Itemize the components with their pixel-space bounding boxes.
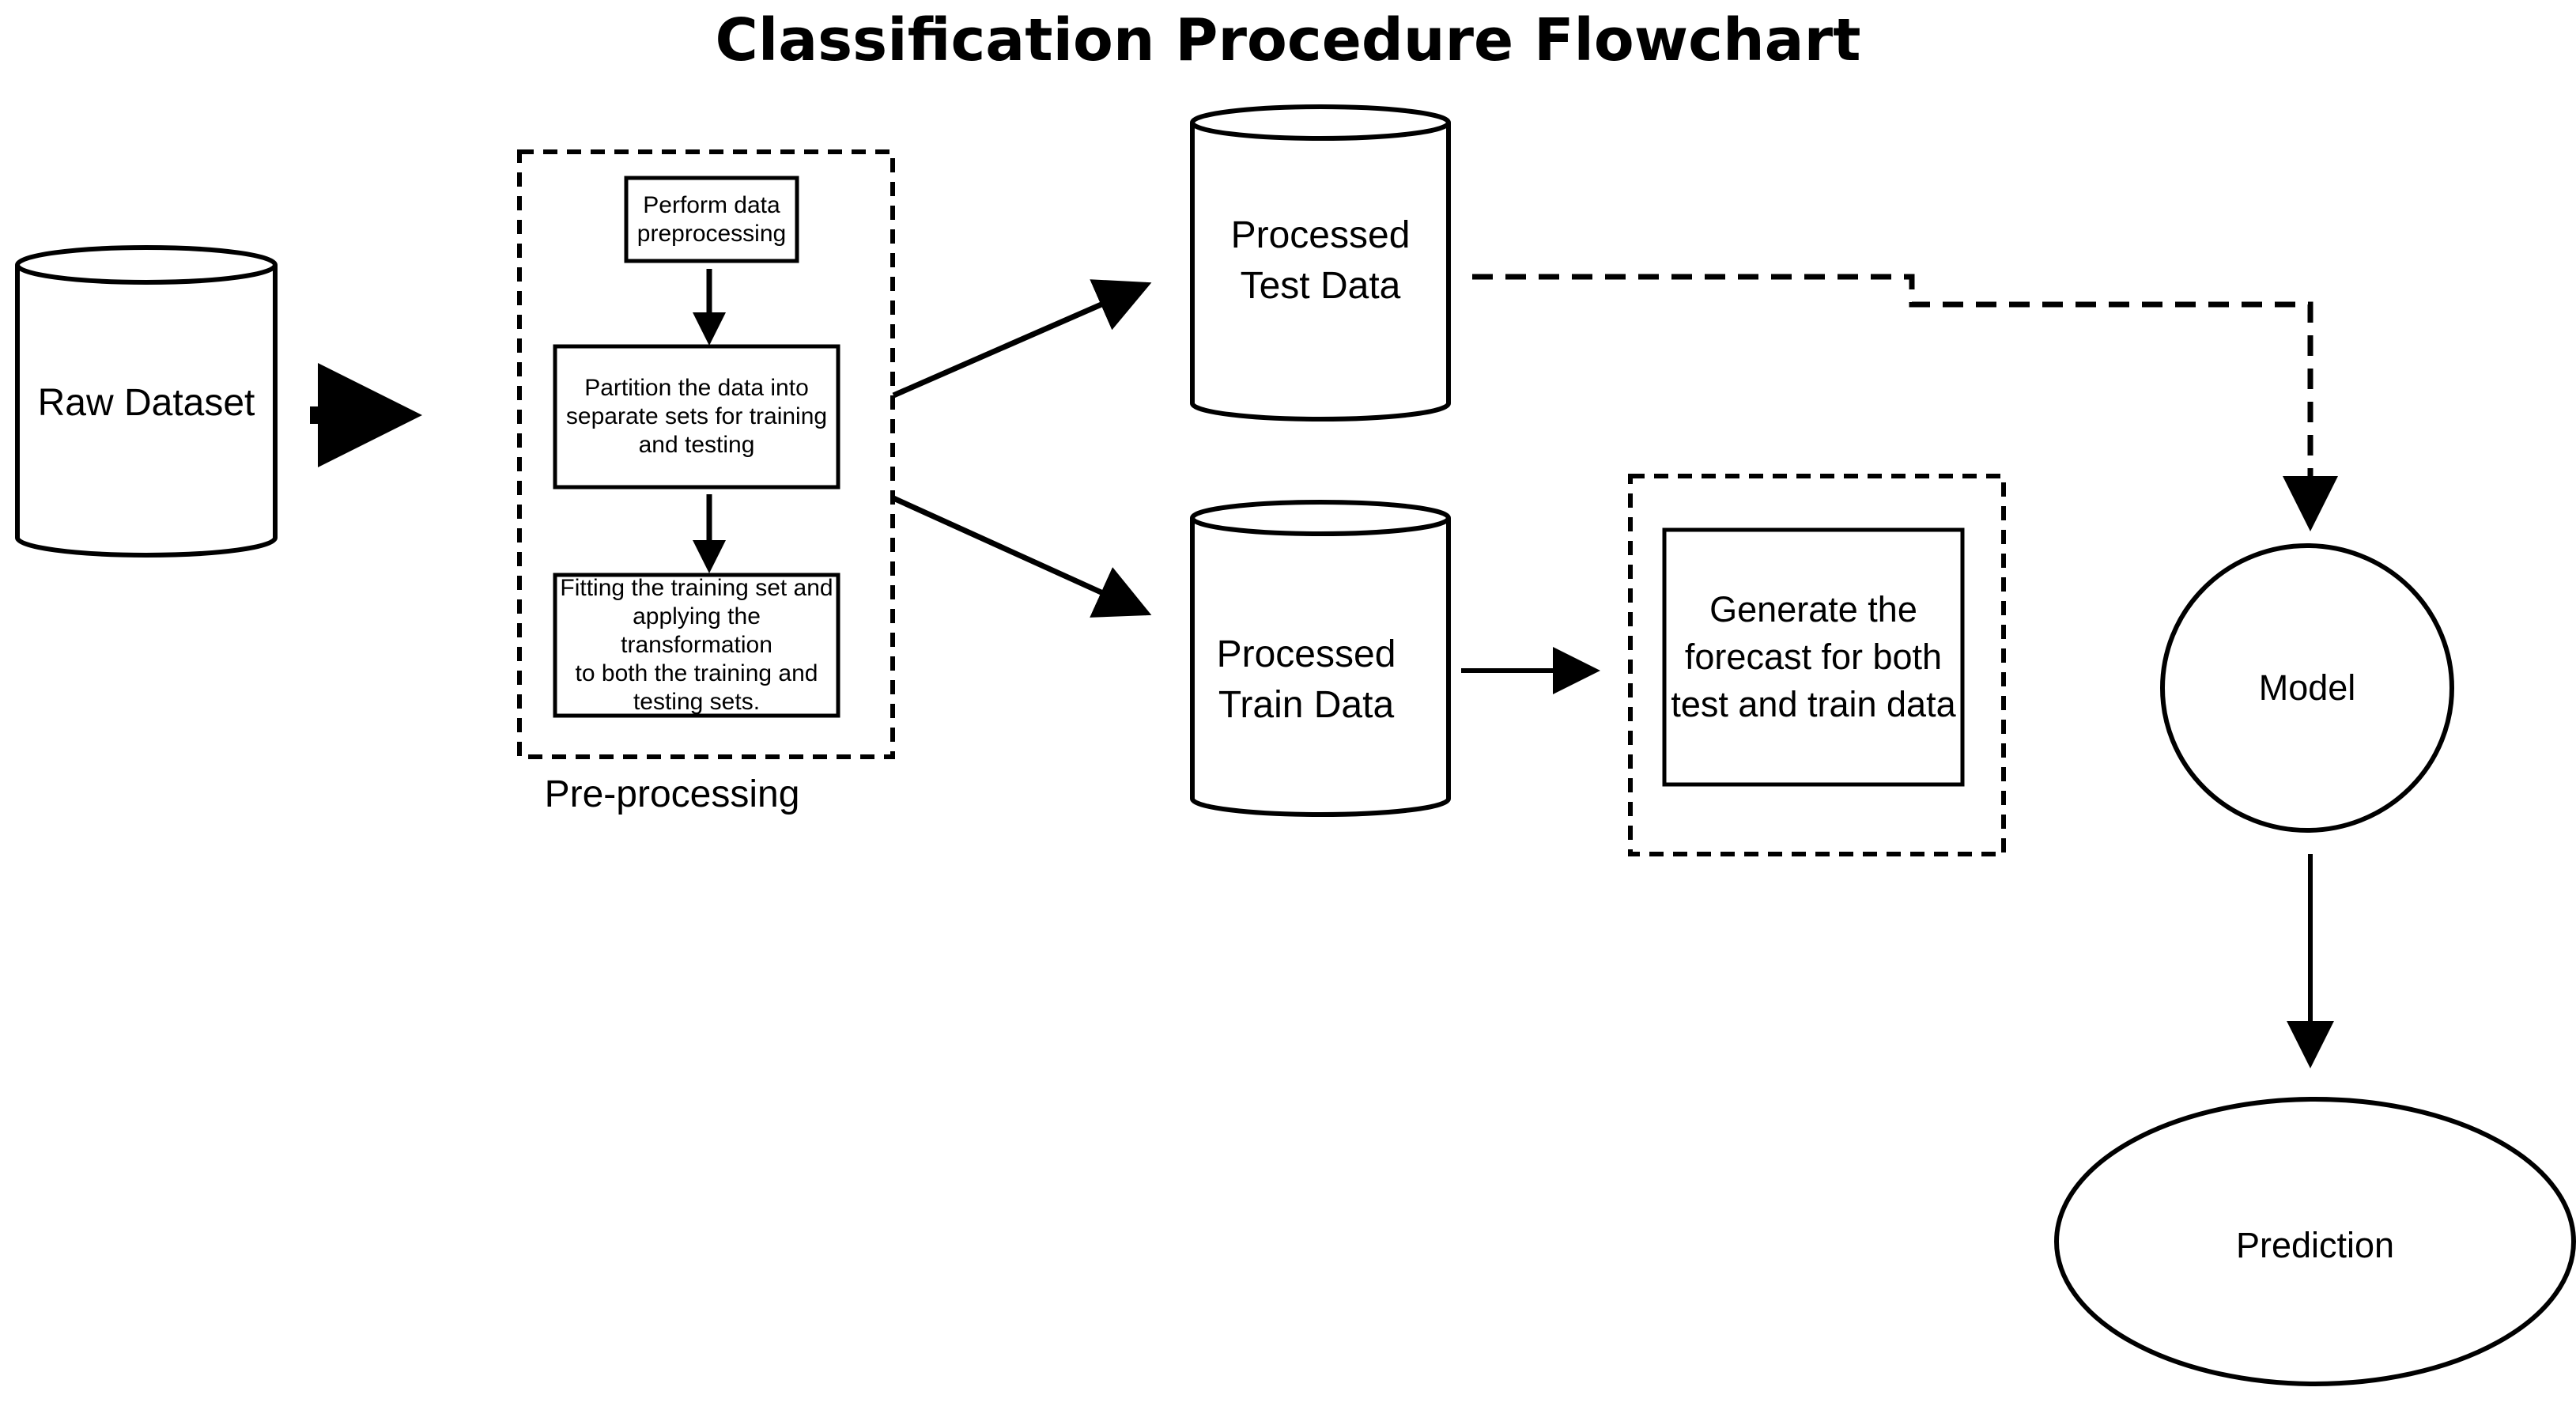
model-circle xyxy=(2160,543,2454,833)
processed-test-data-cylinder xyxy=(1190,104,1451,421)
raw-dataset-cylinder xyxy=(15,245,278,558)
step-partition-label: Partition the data into separate sets fo… xyxy=(565,375,828,458)
step-fit-label: Fitting the training set and applying th… xyxy=(560,575,833,715)
model-label: Model xyxy=(2258,667,2356,708)
prediction-ellipse xyxy=(2054,1097,2576,1386)
forecast-group-border xyxy=(1628,474,2006,856)
processed-train-data-cylinder xyxy=(1190,500,1451,817)
preprocessing-group-label: Pre-processing xyxy=(544,773,800,815)
raw-dataset-label: Raw Dataset xyxy=(37,382,255,424)
processed-test-label: Processed Test Data xyxy=(1230,214,1411,307)
step-fit-box xyxy=(553,573,840,718)
step-preprocess-label: Perform data preprocessing xyxy=(636,191,787,247)
processed-train-label: Processed Train Data xyxy=(1216,633,1396,726)
page-title: Classification Procedure Flowchart xyxy=(715,6,1861,74)
arrow-to-processed-test xyxy=(892,279,1152,399)
step-partition-box xyxy=(553,344,840,490)
arrow-to-processed-train xyxy=(892,495,1152,618)
dashed-arrow-test-to-model xyxy=(1472,274,2338,531)
prediction-label: Prediction xyxy=(2235,1225,2395,1265)
preprocessing-group-border xyxy=(517,149,895,759)
forecast-box xyxy=(1662,527,1965,787)
step-preprocess-box xyxy=(624,176,799,263)
forecast-label: Generate the forecast for both test and … xyxy=(1671,589,1956,724)
